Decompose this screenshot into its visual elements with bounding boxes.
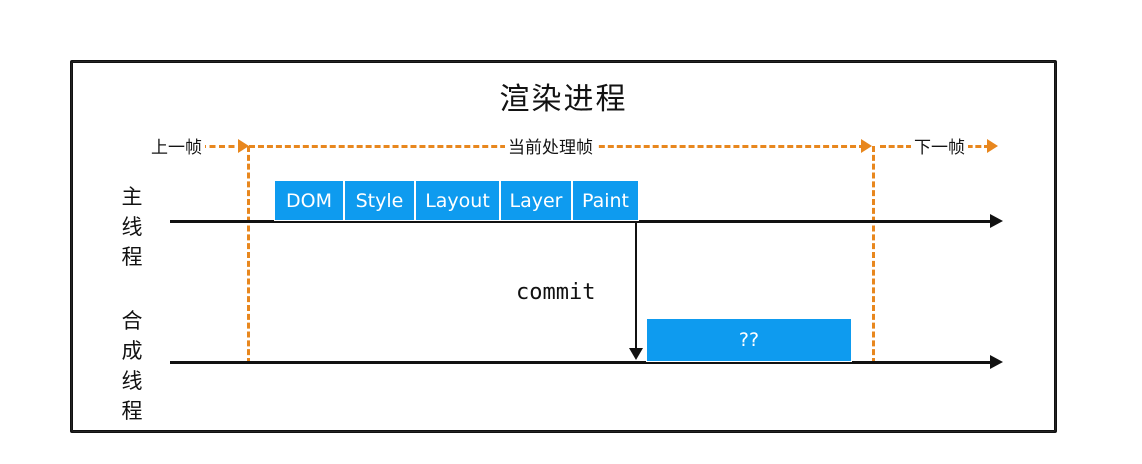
- thread-label-compositor-char-1: 成: [121, 339, 143, 363]
- frame-boundary-right: [872, 146, 875, 364]
- current-frame-label: 当前处理帧: [505, 133, 596, 158]
- commit-arrow-stem: [635, 221, 637, 349]
- compositor-thread-axis: [170, 361, 992, 364]
- thread-label-compositor-char-3: 程: [121, 399, 143, 423]
- next-frame-label: 下一帧: [911, 133, 968, 158]
- task-box-unknown[interactable]: ??: [646, 318, 852, 362]
- task-box-dom[interactable]: DOM: [274, 180, 344, 221]
- previous-frame-label: 上一帧: [148, 133, 205, 158]
- frame-boundary-left: [247, 146, 250, 364]
- thread-label-main-char-0: 主: [121, 185, 143, 209]
- thread-label-compositor: 合 成 线 程: [115, 306, 149, 426]
- task-box-layout[interactable]: Layout: [415, 180, 500, 221]
- task-box-style[interactable]: Style: [344, 180, 415, 221]
- previous-frame-arrowhead: [238, 139, 249, 153]
- next-frame-arrowhead: [987, 139, 998, 153]
- page-title: 渲染进程: [499, 82, 628, 117]
- thread-label-main-char-2: 程: [121, 245, 143, 269]
- task-box-layer[interactable]: Layer: [500, 180, 572, 221]
- commit-label: commit: [516, 280, 596, 305]
- task-box-paint[interactable]: Paint: [572, 180, 639, 221]
- current-frame-arrowhead: [861, 139, 872, 153]
- main-thread-axis-arrowhead: [990, 214, 1003, 228]
- diagram-frame: [70, 60, 1057, 433]
- thread-label-main: 主 线 程: [115, 182, 149, 272]
- compositor-thread-axis-arrowhead: [990, 355, 1003, 369]
- main-thread-axis: [170, 220, 992, 223]
- thread-label-compositor-char-2: 线: [121, 369, 143, 393]
- thread-label-compositor-char-0: 合: [121, 309, 143, 333]
- previous-frame-connector: [200, 145, 244, 148]
- thread-label-main-char-1: 线: [121, 215, 143, 239]
- commit-arrow-head: [629, 348, 643, 360]
